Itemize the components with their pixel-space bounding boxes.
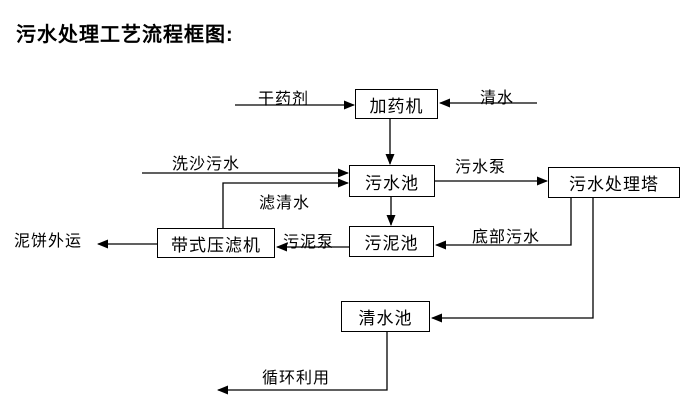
edge-clear-pool-to-recycle	[217, 332, 388, 395]
edge-bottom-sewage-to-sludge	[435, 198, 572, 250]
flow-node-clear-water-pool: 清水池	[341, 301, 430, 332]
flow-node-sewage-pool: 污水池	[349, 165, 435, 197]
flow-node-belt-filter-press: 带式压滤机	[157, 228, 275, 258]
label-filtered-water: 滤清水	[259, 195, 311, 212]
flow-node-label: 污水处理塔	[569, 175, 659, 194]
flow-node-sludge-pool: 污泥池	[349, 226, 434, 257]
flow-node-label: 污泥池	[364, 234, 419, 253]
flow-node-label: 带式压滤机	[171, 235, 261, 255]
label-clean-water: 清水	[480, 90, 515, 107]
flow-node-treatment-tower: 污水处理塔	[548, 167, 680, 198]
label-sewage-pump: 污水泵	[455, 159, 507, 176]
label-sludge-pump: 污泥泵	[283, 234, 335, 251]
flow-node-dosing-machine: 加药机	[355, 89, 438, 119]
edge-tower-to-clear-pool	[431, 198, 594, 323]
label-mud-cake-out: 泥饼外运	[14, 233, 83, 250]
flow-node-label: 清水池	[358, 309, 413, 328]
label-dry-agent: 干药剂	[258, 91, 310, 108]
flow-node-label: 污水池	[365, 173, 419, 193]
edge-filtered-water-to-sewage	[222, 178, 349, 228]
label-bottom-sewage: 底部污水	[472, 229, 541, 246]
flow-node-label: 加药机	[369, 96, 424, 116]
label-recycle: 循环利用	[262, 370, 331, 387]
label-sand-washing-sewage: 洗沙污水	[172, 156, 241, 173]
diagram-title: 污水处理工艺流程框图:	[16, 24, 234, 46]
